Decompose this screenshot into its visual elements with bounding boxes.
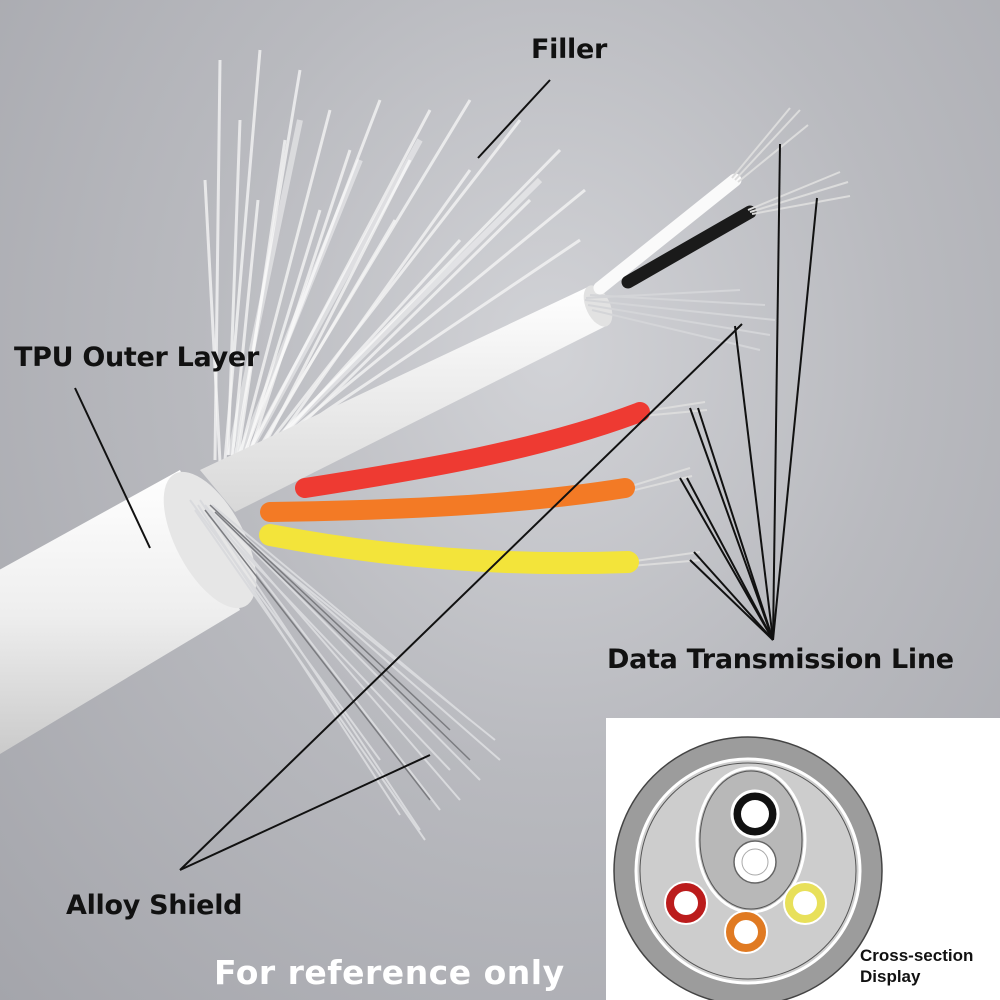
inner-shield-strands (584, 289, 776, 351)
red-wire (295, 402, 650, 498)
tpu-outer-layer-label: TPU Outer Layer (14, 342, 259, 373)
cross-section-caption: Cross-section Display (860, 945, 973, 987)
tpu-jacket-end (163, 471, 257, 609)
cross-section-panel: Cross-section Display (606, 718, 1000, 1000)
orange-wire (260, 478, 635, 522)
cross-section-diagram (613, 736, 883, 1000)
conductor-tips (624, 107, 851, 567)
filler-fibers (203, 49, 586, 463)
reference-disclaimer: For reference only (214, 953, 565, 992)
alloy-shield-dark (204, 504, 471, 801)
filler-label: Filler (531, 34, 608, 65)
filler-fibers-soft (227, 119, 543, 457)
leader-lines (74, 79, 818, 871)
alloy-shield-strands (189, 499, 501, 841)
data-transmission-line-label: Data Transmission Line (607, 644, 954, 675)
cross-section-caption-line2: Display (860, 967, 921, 986)
yellow-wire (259, 524, 639, 575)
white-wire (593, 173, 742, 295)
cross-section-caption-line1: Cross-section (860, 946, 974, 965)
black-wire (621, 205, 757, 289)
inner-cable (200, 286, 606, 512)
alloy-shield-label: Alloy Shield (66, 890, 243, 921)
